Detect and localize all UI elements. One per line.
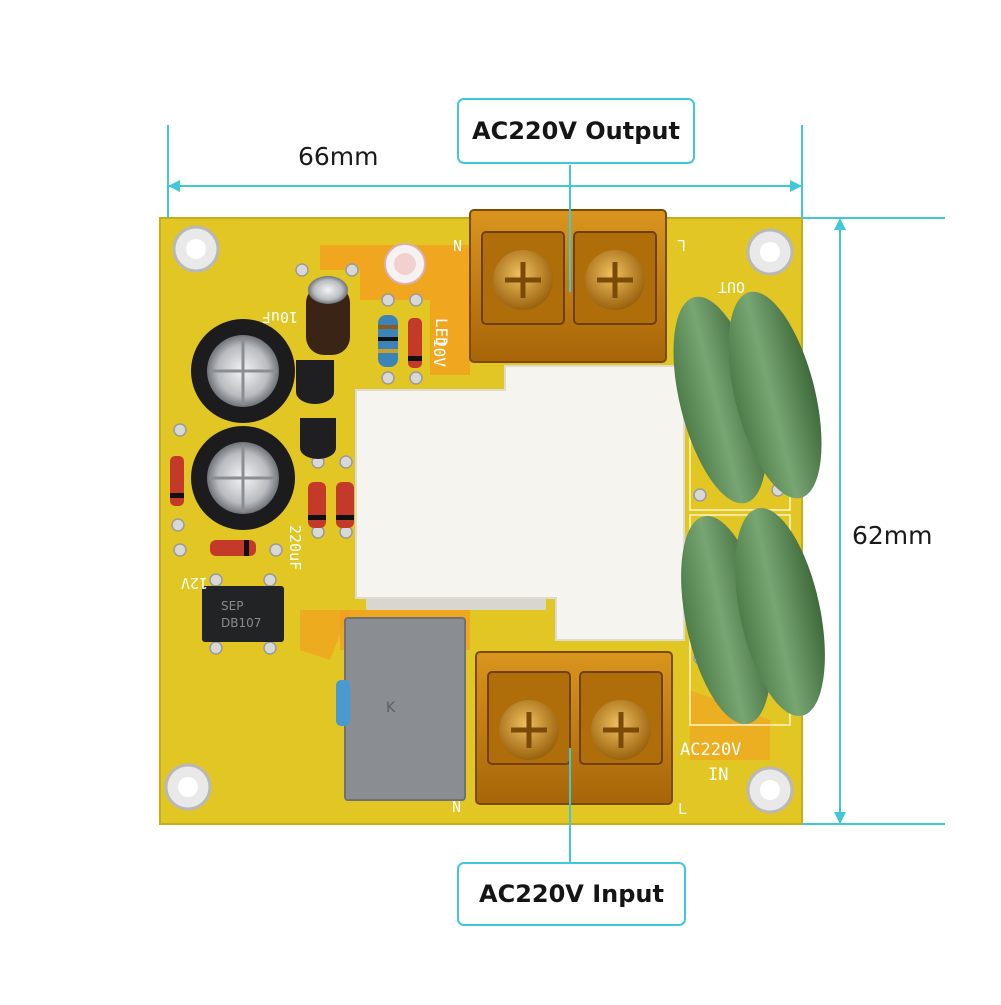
- silk-n-bottom: N: [452, 798, 461, 816]
- dimension-guides: [167, 125, 945, 862]
- mounting-hole-bottom-right: [746, 766, 794, 814]
- diode-middle-2: [336, 482, 354, 528]
- relay-module: [355, 365, 685, 641]
- electrolytic-capacitor-top: [191, 319, 295, 423]
- svg-text:K: K: [386, 700, 396, 716]
- mounting-hole-top-right: [746, 228, 794, 276]
- silk-220uf: 220uF: [286, 525, 304, 570]
- silk-n-top: N: [453, 236, 462, 254]
- mounting-hole-top-left: [172, 225, 220, 273]
- terminal-block-input: [475, 651, 673, 805]
- silk-in: IN: [708, 765, 728, 785]
- varistor-4: [735, 507, 825, 717]
- dimension-arrows: [168, 180, 846, 824]
- resistor-small-bottom: [336, 680, 350, 726]
- svg-text:SEP: SEP: [221, 599, 243, 613]
- transistor-2: [300, 418, 336, 459]
- diode-middle-1: [308, 482, 326, 528]
- bridge-rectifier: SEP DB107: [202, 586, 284, 642]
- svg-text:DB107: DB107: [221, 616, 261, 630]
- led-component: [384, 243, 426, 285]
- silk-out: OUT: [718, 278, 745, 296]
- resistor-blue: [378, 315, 398, 367]
- height-dimension-label: 62mm: [852, 521, 933, 550]
- transistor-1: [296, 360, 334, 404]
- zener-diode: [408, 318, 422, 368]
- diode-left: [170, 456, 184, 506]
- input-callout: AC220V Input: [457, 862, 686, 926]
- varistors: [673, 291, 825, 725]
- varistor-2: [728, 291, 822, 499]
- silkscreen-labels: LED 10V 10uF 220uF 12V OUT AC220V IN N L…: [181, 236, 745, 818]
- mounting-hole-bottom-left: [164, 763, 212, 811]
- small-capacitor: [306, 276, 350, 355]
- terminal-block-output: [469, 209, 667, 363]
- safety-capacitor-module: K: [344, 617, 466, 801]
- output-callout: AC220V Output: [457, 98, 695, 164]
- width-dimension-label: 66mm: [298, 142, 379, 171]
- silk-12v: 12V: [181, 574, 208, 592]
- electrolytic-capacitor-bottom: [191, 426, 295, 530]
- silk-l-bottom: L: [678, 800, 687, 818]
- silk-l-top: L: [677, 236, 686, 254]
- diode-horizontal: [210, 540, 256, 556]
- copper-traces: [320, 245, 470, 375]
- silk-10v: 10V: [430, 338, 449, 367]
- silk-ac220v: AC220V: [680, 740, 741, 760]
- silk-led: LED: [432, 318, 451, 347]
- silk-10uf: 10uF: [262, 308, 298, 326]
